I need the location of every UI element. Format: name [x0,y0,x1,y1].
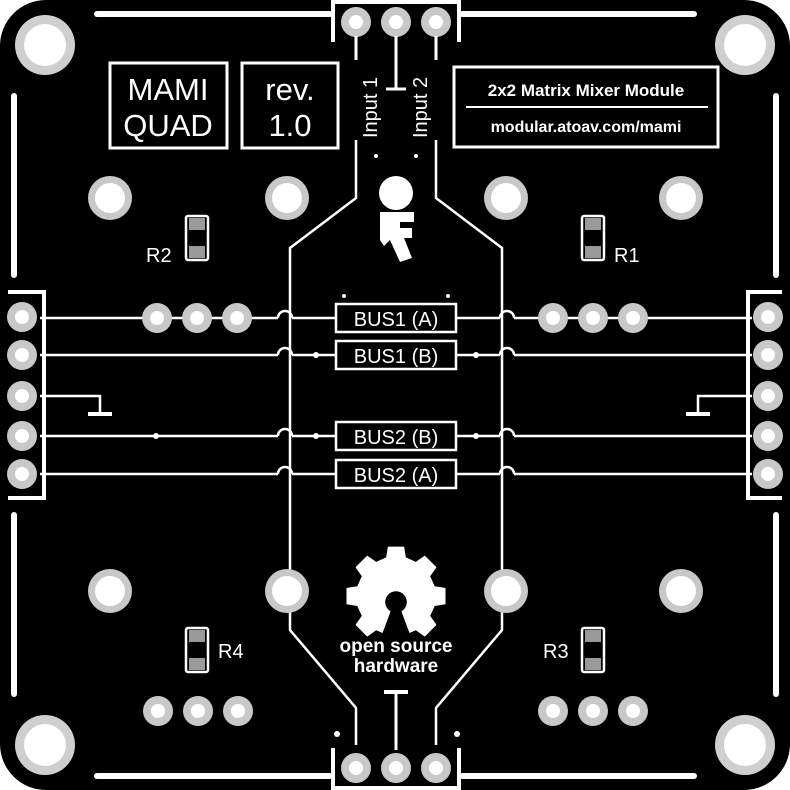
bus-label-1a: BUS1 (A) [334,302,458,334]
open-source-hardware-gear-icon [346,546,446,637]
resistor-r3: R3 [543,626,606,674]
description-text: 2x2 Matrix Mixer Module [488,81,685,100]
top-header [331,0,461,42]
r1-label: R1 [614,245,640,267]
bus-2a-text: BUS2 (A) [354,465,438,487]
pot-footprint-top-left [142,303,252,333]
bus-1a-text: BUS1 (A) [354,309,438,331]
bottom-header [331,748,461,790]
resistor-r4: R4 [184,626,244,674]
edge-marks [11,11,779,779]
bus-2b-text: BUS2 (B) [354,427,438,449]
osh-line1: open source [340,636,453,657]
r3-label: R3 [543,641,569,663]
input-1-label: Input 1 [360,77,382,138]
input-traces-top [354,36,438,91]
model-name-line1: MAMI [128,72,209,107]
keyhole-logo-icon [379,176,414,262]
bus-label-1b: BUS1 (B) [334,339,458,371]
resistor-r1: R1 [580,214,640,267]
r2-label: R2 [146,245,172,267]
pot-footprint-bottom-right [538,696,648,726]
osh-line2: hardware [354,656,438,677]
input-2-label: Input 2 [410,77,432,138]
bus-1b-text: BUS1 (B) [354,346,438,368]
revision-line2: 1.0 [268,108,311,143]
resistor-r2: R2 [146,214,210,267]
model-name-line2: QUAD [123,108,213,143]
url-text: modular.atoav.com/mami [491,119,682,136]
revision-box [240,61,340,150]
right-header [746,290,783,500]
left-header [7,290,46,500]
trace-outline [288,140,504,745]
revision-line1: rev. [265,72,314,107]
bus-lines [40,309,752,476]
bus-label-2a: BUS2 (A) [334,458,458,490]
pot-footprint-top-right [538,303,648,333]
pot-footprint-bottom-left [143,696,253,726]
r4-label: R4 [218,641,244,663]
description-box [452,65,720,149]
pot-mount-pads [88,176,703,613]
model-name-box [108,61,229,150]
bus-label-2b: BUS2 (B) [334,420,458,452]
mounting-holes [15,15,775,775]
